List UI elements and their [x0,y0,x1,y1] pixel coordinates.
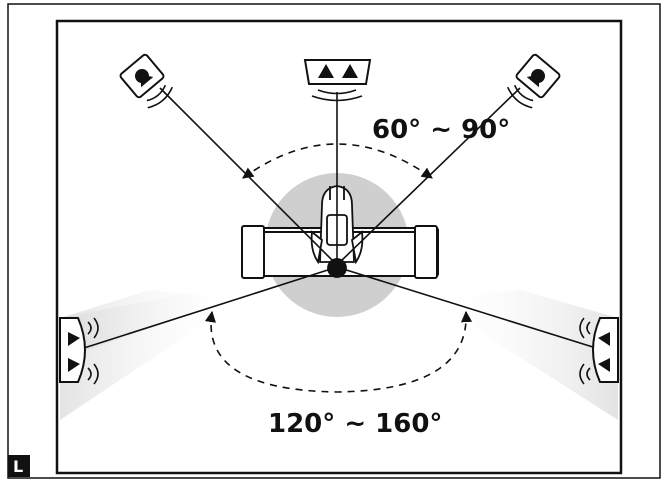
front-angle-arc [242,143,433,179]
corner-marker-label: L [13,457,23,476]
outer-frame [7,3,661,479]
sound-beam-right [430,290,618,420]
rear-angle-arc [204,310,473,393]
corner-marker-box [8,455,30,477]
surround-right-speaker-icon [579,317,619,385]
front-left-speaker-icon [119,53,173,109]
sound-beam-left-lower [60,290,240,420]
center-speaker-icon [303,59,372,102]
room-outline [55,19,623,475]
front-right-speaker-icon [507,53,561,109]
rear-angle-label: 120° ~ 160° [268,409,442,439]
surround-left-speaker-icon [59,317,99,385]
front-angle-label: 60° ~ 90° [372,115,510,145]
